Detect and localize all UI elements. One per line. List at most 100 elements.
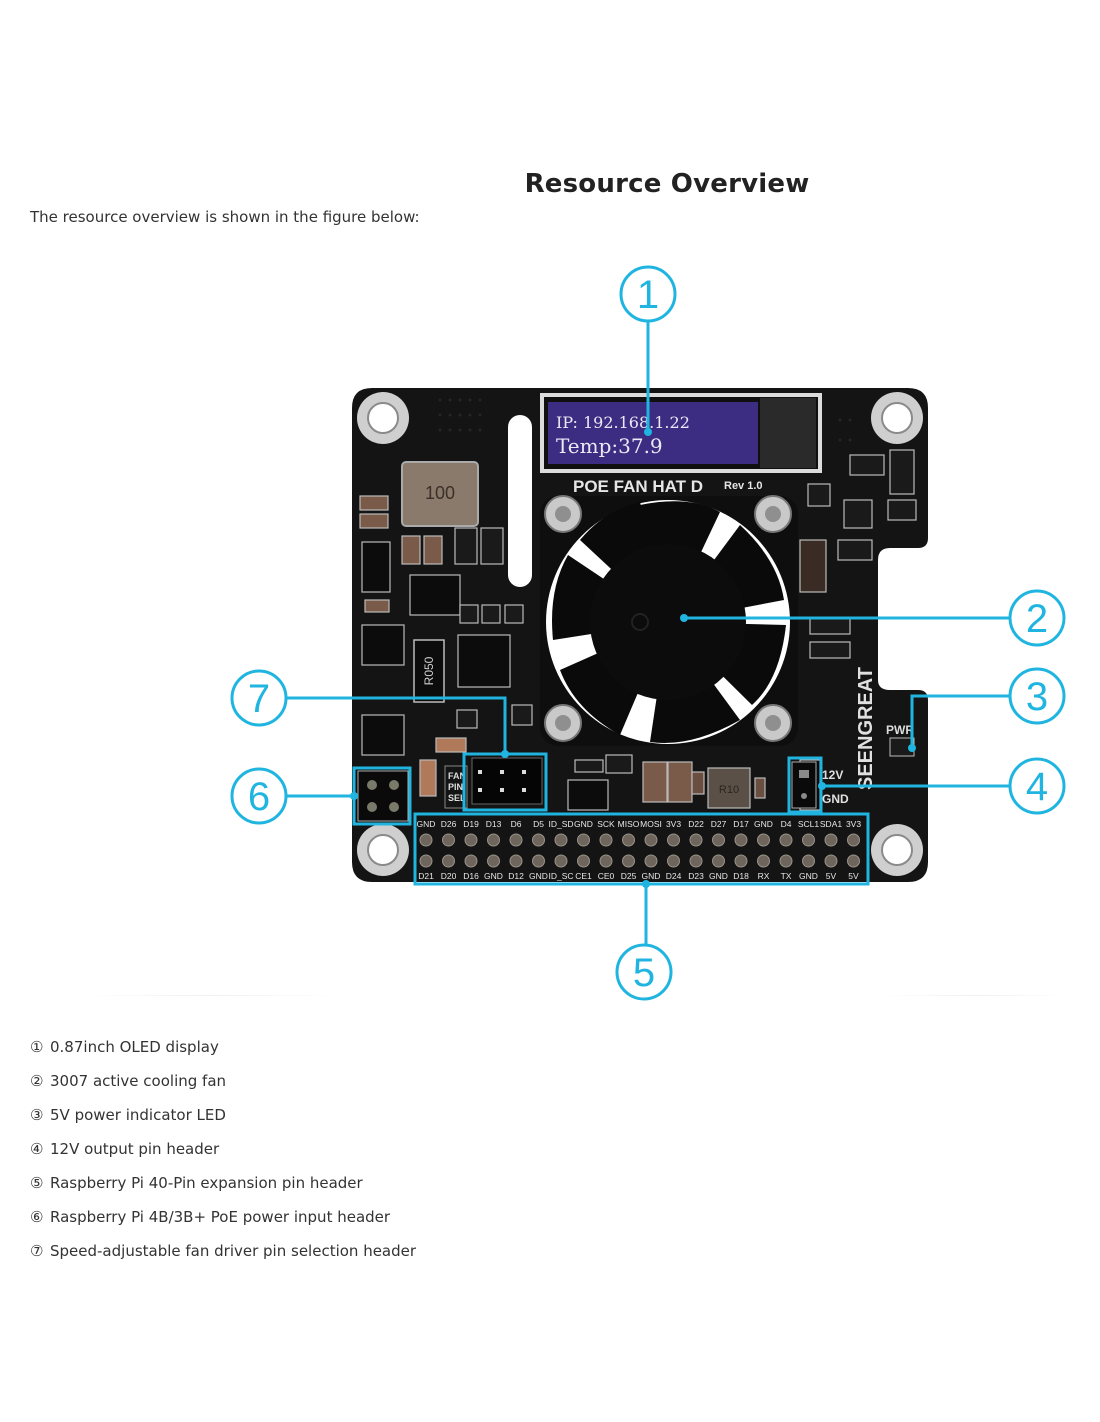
pin-label-top: SCL1 <box>798 819 820 829</box>
legend-number: ⑤ <box>30 1174 44 1192</box>
legend-text: Raspberry Pi 4B/3B+ PoE power input head… <box>50 1208 391 1226</box>
pin-label-bottom: D23 <box>688 871 704 881</box>
pin-label-bottom: ID_SC <box>548 871 573 881</box>
pin-label-top: D26 <box>441 819 457 829</box>
brand-logo: SEENGREAT <box>855 667 877 790</box>
pin-label-bottom: RX <box>758 871 770 881</box>
gpio-pin <box>847 833 860 847</box>
pin-label-top: MISO <box>618 819 640 829</box>
gpio-pin <box>554 854 568 868</box>
pin-label-top: GND <box>754 819 773 829</box>
pin-label-bottom: GND <box>642 871 661 881</box>
svg-text:R050: R050 <box>422 656 436 685</box>
gpio-pin <box>419 833 433 847</box>
gpio-pin <box>442 833 455 847</box>
pin-label-top: GND <box>417 819 436 829</box>
pin-label-top: GND <box>574 819 593 829</box>
pin-label-top: SDA1 <box>820 819 842 829</box>
gpio-pin <box>419 854 433 868</box>
pin-label-bottom: GND <box>529 871 548 881</box>
fan-pin-select-header: FAN PIN SEL <box>444 757 543 809</box>
board-rev: Rev 1.0 <box>724 480 763 492</box>
inductor-r10-label: R10 <box>719 784 739 796</box>
gpio-pin <box>644 854 658 868</box>
cable-slot <box>508 415 532 587</box>
gpio-pin <box>442 854 455 868</box>
pin-label-bottom: TX <box>781 871 792 881</box>
callout-number: 3 <box>1026 675 1048 719</box>
pin-label-top: D17 <box>733 819 749 829</box>
gpio-pin <box>599 833 613 847</box>
callout-box-5 <box>413 812 870 886</box>
pin-label-bottom: CE1 <box>575 871 592 881</box>
gpio-pin <box>847 854 860 868</box>
smd-components-left <box>359 495 533 797</box>
gpio-pin <box>622 833 635 847</box>
pin-label-bottom: D18 <box>733 871 749 881</box>
svg-text:100: 100 <box>425 483 455 503</box>
board-diagram: 100 R050 <box>230 265 1066 1001</box>
pin-label-top: D5 <box>533 819 544 829</box>
legend-text: 3007 active cooling fan <box>50 1072 227 1090</box>
pin-label-bottom: GND <box>709 871 728 881</box>
pin-label-bottom: D12 <box>508 871 524 881</box>
gpio-pin <box>577 854 590 868</box>
gpio-pin <box>824 854 838 868</box>
gpio-pin <box>689 833 703 847</box>
pin-label-top: MOSI <box>640 819 662 829</box>
gpio-pin <box>757 833 770 847</box>
pin-label-bottom: 5V <box>848 871 859 881</box>
gpio-pin <box>667 833 680 847</box>
cooling-fan <box>540 495 798 746</box>
resource-overview-figure: 100 R050 <box>0 250 1100 1010</box>
gpio-pin <box>667 854 680 868</box>
legend-number: ⑦ <box>30 1242 44 1260</box>
gpio-pin <box>509 833 523 847</box>
callout-number: 7 <box>248 677 270 721</box>
legend-text: 0.87inch OLED display <box>50 1038 219 1056</box>
resistor-r050: R050 <box>413 639 445 703</box>
pin-label-top: ID_SD <box>548 819 573 829</box>
v12-output-header: 12V GND <box>791 761 849 809</box>
legend-text: Speed-adjustable fan driver pin selectio… <box>50 1242 417 1260</box>
gpio-pin <box>802 854 815 868</box>
gpio-pin <box>824 833 838 847</box>
page-title: Resource Overview <box>524 169 810 200</box>
gpio-pin <box>599 854 613 868</box>
pin-label-bottom: CE0 <box>598 871 615 881</box>
gpio-pin <box>689 854 703 868</box>
gpio-pin <box>487 833 500 847</box>
pin-label-top: SCK <box>597 819 615 829</box>
figure-divider <box>880 995 1070 996</box>
svg-text:12V: 12V <box>822 768 843 782</box>
gpio-pin <box>487 854 500 868</box>
gpio-pin <box>509 854 523 868</box>
pin-label-top: D6 <box>511 819 522 829</box>
mount-hole-bottom-left <box>357 824 409 876</box>
gpio-pin <box>532 833 545 847</box>
callout-marker-4: 4 <box>1008 757 1066 815</box>
pin-label-top: 3V3 <box>666 819 681 829</box>
pin-label-bottom: D16 <box>463 871 479 881</box>
pin-label-bottom: D25 <box>621 871 637 881</box>
inductor-100: 100 <box>401 461 479 527</box>
callout-marker-6: 6 <box>230 767 288 825</box>
pin-label-bottom: D21 <box>418 871 434 881</box>
pin-label-bottom: D24 <box>666 871 682 881</box>
legend-number: ② <box>30 1072 44 1090</box>
svg-text:PWR: PWR <box>886 723 914 737</box>
gpio-pin <box>464 854 478 868</box>
oled-display: IP: 192.168.1.22 Temp:37.9 <box>540 393 822 473</box>
svg-text:IP: 192.168.1.22: IP: 192.168.1.22 <box>556 413 690 432</box>
callout-marker-3: 3 <box>1008 667 1066 725</box>
gpio-pin <box>734 833 748 847</box>
callout-marker-1: 1 <box>619 265 677 323</box>
svg-text:Temp:37.9: Temp:37.9 <box>556 434 663 458</box>
legend-text: 12V output pin header <box>50 1140 220 1158</box>
callout-marker-7: 7 <box>230 669 288 727</box>
